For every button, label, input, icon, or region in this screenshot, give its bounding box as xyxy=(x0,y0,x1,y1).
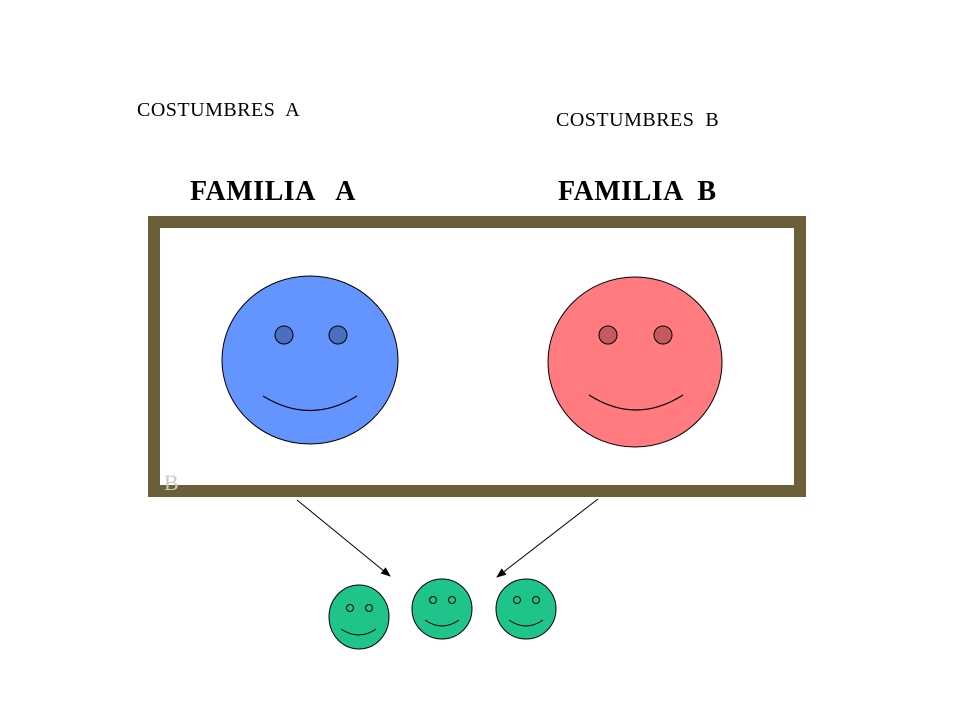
family-a-face-icon xyxy=(221,275,399,445)
costumbres-b-label: COSTUMBRES B xyxy=(556,109,720,131)
family-frame xyxy=(148,216,806,497)
child-face-icon-3 xyxy=(495,578,557,640)
costumbres-a-label: COSTUMBRES A xyxy=(137,99,301,121)
child-face-icon-2 xyxy=(411,578,473,640)
familia-a-label: FAMILIA A xyxy=(190,176,356,207)
arrow-b-to-children xyxy=(496,498,599,578)
corner-glyph: B xyxy=(164,470,179,495)
family-b-face-icon xyxy=(547,276,723,448)
child-face-icon-1 xyxy=(328,584,390,650)
arrow-a-to-children xyxy=(296,499,391,577)
familia-b-label: FAMILIA B xyxy=(558,176,717,207)
